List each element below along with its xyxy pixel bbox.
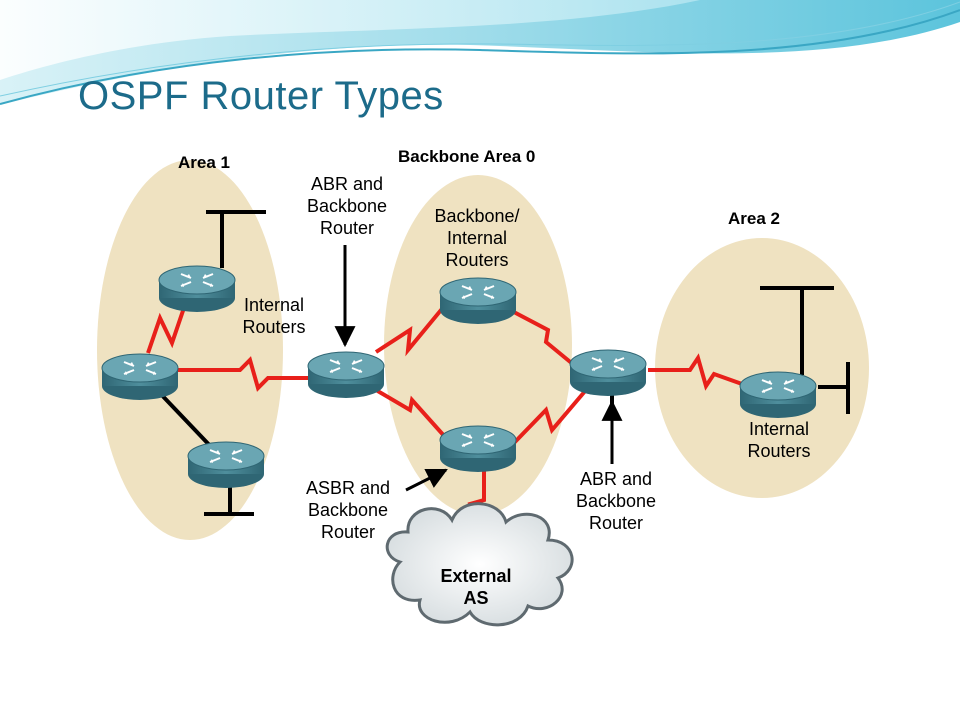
backbone-area-title: Backbone Area 0 (398, 147, 535, 166)
annotation-arrows (334, 245, 623, 492)
lan-segments (153, 210, 850, 516)
router-area2-internal (739, 371, 817, 419)
wave-line-thin (0, 1, 960, 97)
area2-title: Area 2 (728, 209, 780, 228)
router-abr-right (569, 349, 647, 397)
router-area1-left (101, 353, 179, 401)
router-asbr (439, 425, 517, 473)
area2-region (655, 238, 869, 498)
router-abr-left (307, 351, 385, 399)
router-backbone-internal (439, 277, 517, 325)
wave-line (0, 9, 960, 105)
external-as-cloud (385, 502, 574, 627)
slide-title: OSPF Router Types (78, 74, 444, 118)
router-area1-bottom (187, 441, 265, 489)
router-area1-top (158, 265, 236, 313)
area1-title: Area 1 (178, 153, 230, 172)
wave-highlight (0, 0, 700, 80)
